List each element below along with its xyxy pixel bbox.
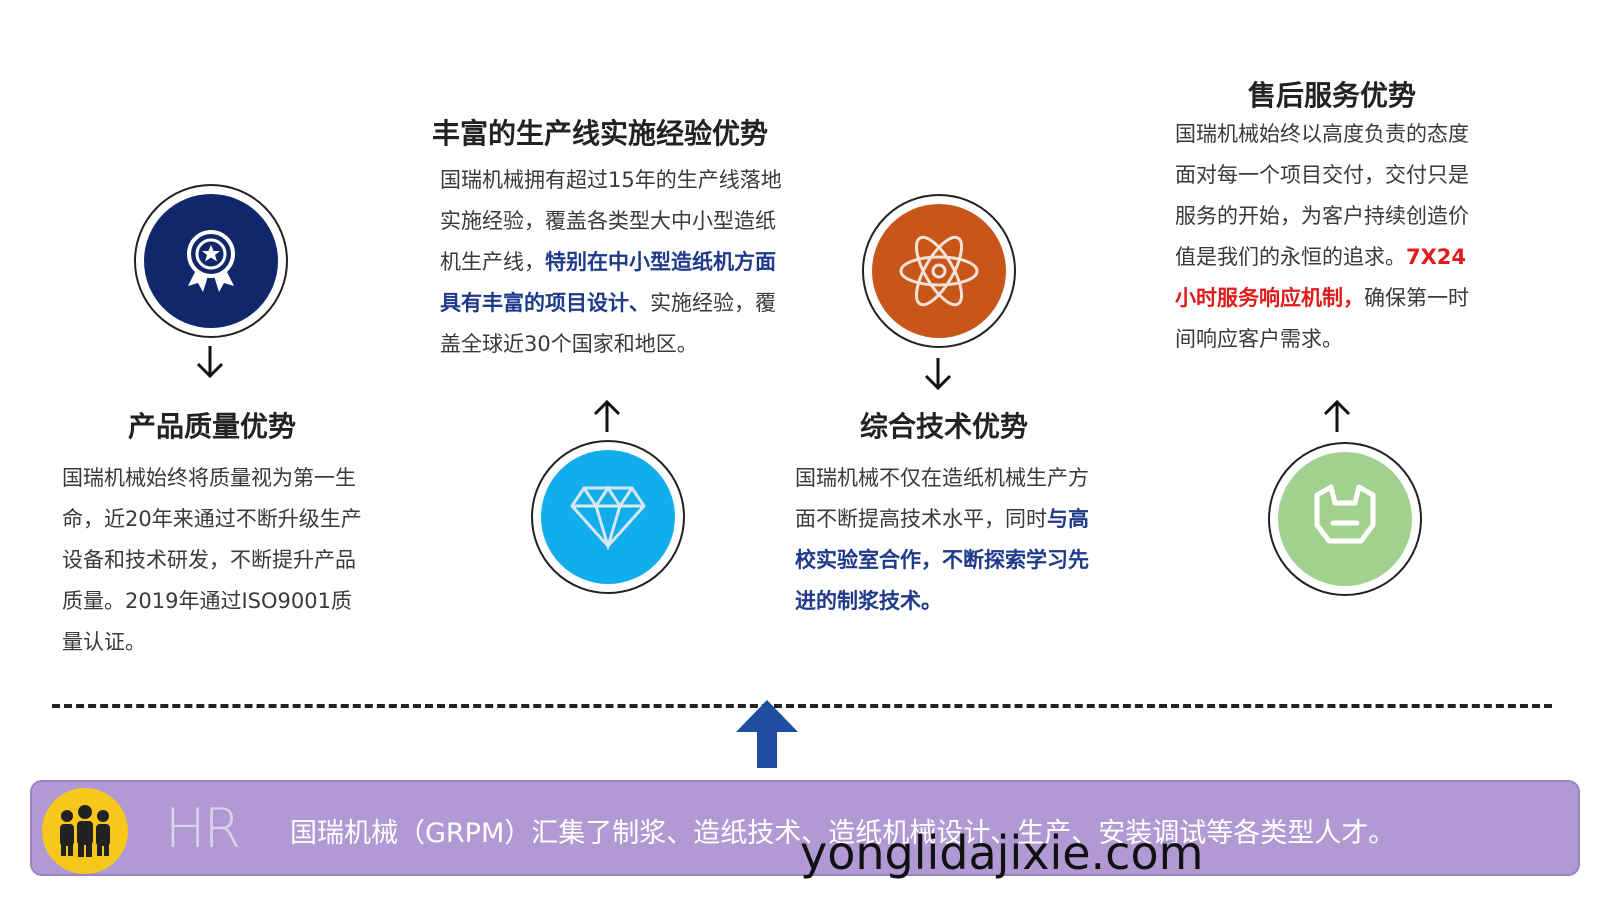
arrow-down-icon — [924, 358, 952, 391]
quality-line: 设备和技术研发，不断提升产品 — [62, 548, 356, 572]
hr-logo: HR — [165, 797, 241, 860]
dashed-divider — [52, 704, 1552, 708]
service-line: 值是我们的永恒的追求。7X24 — [1175, 237, 1515, 278]
team-icon — [42, 788, 128, 874]
production-line: 盖全球近30个国家和地区。 — [440, 332, 698, 356]
atom-icon — [899, 235, 979, 307]
wrench-icon — [1314, 484, 1376, 544]
technology-description: 国瑞机械不仅在造纸机械生产方 面不断提高技术水平，同时与高 校实验室合作，不断探… — [795, 458, 1135, 622]
production-line: 具有丰富的项目设计、实施经验，覆 — [440, 283, 820, 324]
technology-text: 面不断提高技术水平，同时 — [795, 507, 1047, 531]
bottom-banner — [30, 780, 1580, 876]
production-icon-circle — [531, 440, 685, 594]
service-text: 确保第一时 — [1364, 286, 1469, 310]
service-title: 售后服务优势 — [1248, 79, 1417, 112]
service-line: 面对每一个项目交付，交付只是 — [1175, 163, 1469, 187]
diamond-icon — [570, 485, 646, 550]
quality-icon-circle — [134, 184, 288, 338]
technology-title: 综合技术优势 — [860, 410, 1029, 443]
service-text: 值是我们的永恒的追求。 — [1175, 245, 1406, 269]
production-highlight: 特别在中小型造纸机方面 — [545, 250, 776, 274]
service-description: 国瑞机械始终以高度负责的态度 面对每一个项目交付，交付只是 服务的开始，为客户持… — [1175, 114, 1515, 360]
banner-text: 国瑞机械（GRPM）汇集了制浆、造纸技术、造纸机械设计、生产、安装调试等各类型人… — [290, 818, 1396, 849]
quality-line: 命，近20年来通过不断升级生产 — [62, 507, 362, 531]
watermark-text: yonglidajixie.com — [800, 826, 1204, 880]
production-line: 国瑞机械拥有超过15年的生产线落地 — [440, 168, 782, 192]
service-icon-circle — [1268, 442, 1422, 596]
service-line: 间响应客户需求。 — [1175, 327, 1343, 351]
service-highlight: 小时服务响应机制， — [1175, 286, 1364, 310]
award-medal-icon — [187, 230, 235, 292]
production-description: 国瑞机械拥有超过15年的生产线落地 实施经验，覆盖各类型大中小型造纸 机生产线，… — [440, 160, 820, 365]
technology-icon-circle — [862, 194, 1016, 348]
production-highlight: 具有丰富的项目设计、 — [440, 291, 650, 315]
arrow-down-icon — [196, 346, 224, 379]
service-line: 小时服务响应机制，确保第一时 — [1175, 278, 1515, 319]
technology-line: 国瑞机械不仅在造纸机械生产方 — [795, 466, 1089, 490]
production-text: 机生产线， — [440, 250, 545, 274]
production-text: 实施经验，覆 — [650, 291, 776, 315]
technology-highlight: 进的制浆技术。 — [795, 589, 942, 613]
technology-highlight: 校实验室合作，不断探索学习先 — [795, 548, 1089, 572]
quality-description: 国瑞机械始终将质量视为第一生 命，近20年来通过不断升级生产 设备和技术研发，不… — [62, 458, 402, 663]
quality-line: 量认证。 — [62, 630, 146, 654]
technology-highlight: 与高 — [1047, 507, 1089, 531]
production-line: 机生产线，特别在中小型造纸机方面 — [440, 242, 820, 283]
quality-line: 国瑞机械始终将质量视为第一生 — [62, 466, 356, 490]
technology-line: 面不断提高技术水平，同时与高 — [795, 499, 1135, 540]
arrow-up-icon — [593, 399, 621, 432]
big-arrow-up-icon — [736, 700, 798, 768]
quality-line: 质量。2019年通过ISO9001质 — [62, 589, 352, 613]
quality-title: 产品质量优势 — [128, 410, 297, 443]
production-line: 实施经验，覆盖各类型大中小型造纸 — [440, 209, 776, 233]
service-line: 国瑞机械始终以高度负责的态度 — [1175, 122, 1469, 146]
arrow-up-icon — [1323, 399, 1351, 432]
service-line: 服务的开始，为客户持续创造价 — [1175, 204, 1469, 228]
production-title: 丰富的生产线实施经验优势 — [432, 117, 769, 150]
service-highlight: 7X24 — [1406, 245, 1467, 269]
